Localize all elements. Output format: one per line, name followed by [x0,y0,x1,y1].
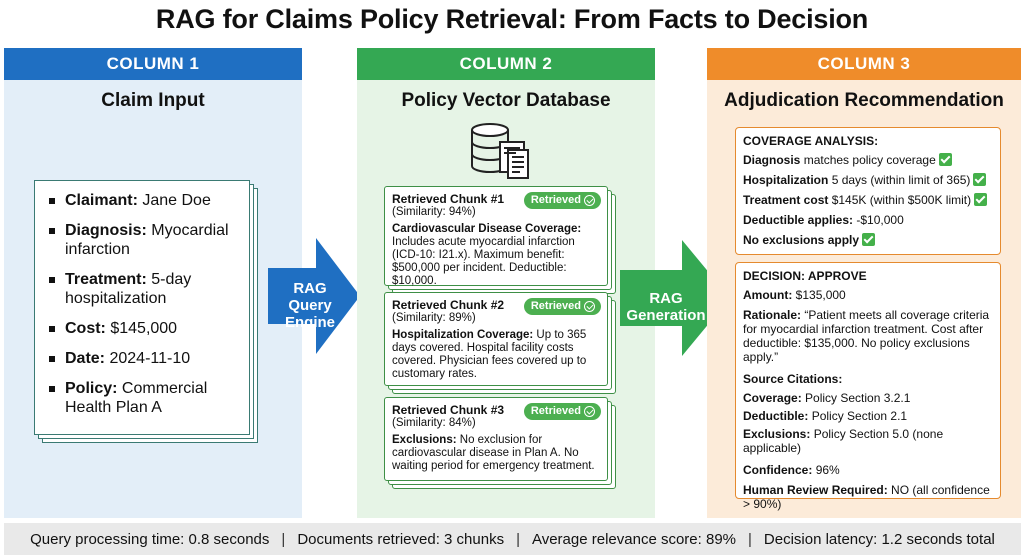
column-2-header: COLUMN 2 [357,48,655,80]
check-icon [973,173,987,186]
coverage-line-hospitalization: Hospitalization 5 days (within limit of … [743,173,993,187]
coverage-line-deductible: Deductible applies: -$10,000 [743,213,904,227]
citation-coverage: Coverage: Policy Section 3.2.1 [743,391,911,405]
page-title: RAG for Claims Policy Retrieval: From Fa… [155,4,869,34]
coverage-line-diagnosis: Diagnosis matches policy coverage [743,153,993,167]
coverage-line-treatment-cost: Treatment cost $145K (within $500K limit… [743,193,993,207]
check-icon [862,233,876,246]
check-circle-icon [584,195,595,206]
chunk-text: Cardiovascular Disease Coverage:Includes… [392,223,582,287]
column-2-subtitle: Policy Vector Database [401,90,611,111]
check-icon [938,153,952,166]
check-circle-icon [584,301,595,312]
decision-amount: Amount: $135,000 [743,288,846,302]
decision-confidence: Confidence: 96% [743,463,840,477]
footer-separator: | [516,530,520,548]
retrieved-chunk-1: Retrieved Chunk #1 (Similarity: 94%) Ret… [384,186,616,294]
column-3-header: COLUMN 3 [707,48,1021,80]
footer-separator: | [281,530,286,548]
claim-item-date: Date: 2024-11-10 [49,349,241,368]
claim-item-diagnosis: Diagnosis: Myocardial infarction [49,221,241,259]
claim-details-list: Claimant: Jane Doe Diagnosis: Myocardial… [35,181,249,417]
retrieved-chunk-3: Retrieved Chunk #3 (Similarity: 84%) Ret… [384,397,616,489]
source-citations-header: Source Citations: [743,372,843,386]
chunk-title: Retrieved Chunk #3 [392,403,505,417]
rag-generation-arrow [620,240,730,356]
column-3-subtitle: Adjudication Recommendation [724,90,1004,111]
claim-item-treatment: Treatment: 5-day hospitalization [49,270,241,308]
coverage-line-exclusions: No exclusions apply [743,233,993,247]
retrieved-badge: Retrieved [523,298,601,315]
claim-item-policy: Policy: Commercial Health Plan A [49,379,241,417]
column-1-subtitle: Claim Input [101,90,205,111]
chunk-similarity: (Similarity: 84%) [392,417,476,429]
database-icon [471,123,529,179]
chunk-text: Exclusions: No exclusion for cardiovascu… [392,434,595,472]
decision-rationale: Rationale: “Patient meets all coverage c… [743,308,990,364]
citation-deductible: Deductible: Policy Section 2.1 [743,409,908,423]
retrieved-chunk-2: Retrieved Chunk #2 (Similarity: 89%) Ret… [384,292,616,394]
decision-header: DECISION: APPROVE [743,269,867,283]
decision-box: DECISION: APPROVE Amount: $135,000 Ratio… [735,262,1001,511]
metric-decision-latency: Decision latency: 1.2 seconds total [763,530,995,548]
claim-sheet-front: Claimant: Jane Doe Diagnosis: Myocardial… [34,180,250,435]
decision-human-review: Human Review Required: NO (all confidenc… [743,483,990,511]
chunk-similarity: (Similarity: 94%) [392,206,476,218]
coverage-header: COVERAGE ANALYSIS: [743,134,879,148]
footer-separator: | [748,530,752,548]
rag-query-arrow [268,238,360,354]
claim-item-claimant: Claimant: Jane Doe [49,191,241,210]
chunk-title: Retrieved Chunk #2 [392,298,505,312]
chunk-text: Hospitalization Coverage: Up to 365 days… [392,329,587,380]
chunk-title: Retrieved Chunk #1 [392,192,505,206]
metrics-footer: Query processing time: 0.8 seconds | Doc… [4,523,1021,555]
check-icon [974,193,988,206]
metric-documents-retrieved: Documents retrieved: 3 chunks [297,530,505,548]
retrieved-badge: Retrieved [523,192,601,209]
column-1-header: COLUMN 1 [4,48,302,80]
retrieved-badge: Retrieved [523,403,601,420]
check-circle-icon [584,406,595,417]
claim-card: Claimant: Jane Doe Diagnosis: Myocardial… [34,180,258,443]
citation-exclusions: Exclusions: Policy Section 5.0 (none app… [743,427,944,455]
coverage-analysis-box: COVERAGE ANALYSIS: Diagnosis matches pol… [735,127,1001,255]
metric-query-time: Query processing time: 0.8 seconds [30,530,270,548]
claim-item-cost: Cost: $145,000 [49,319,241,338]
metric-relevance-score: Average relevance score: 89% [531,530,736,548]
chunk-similarity: (Similarity: 89%) [392,312,476,324]
